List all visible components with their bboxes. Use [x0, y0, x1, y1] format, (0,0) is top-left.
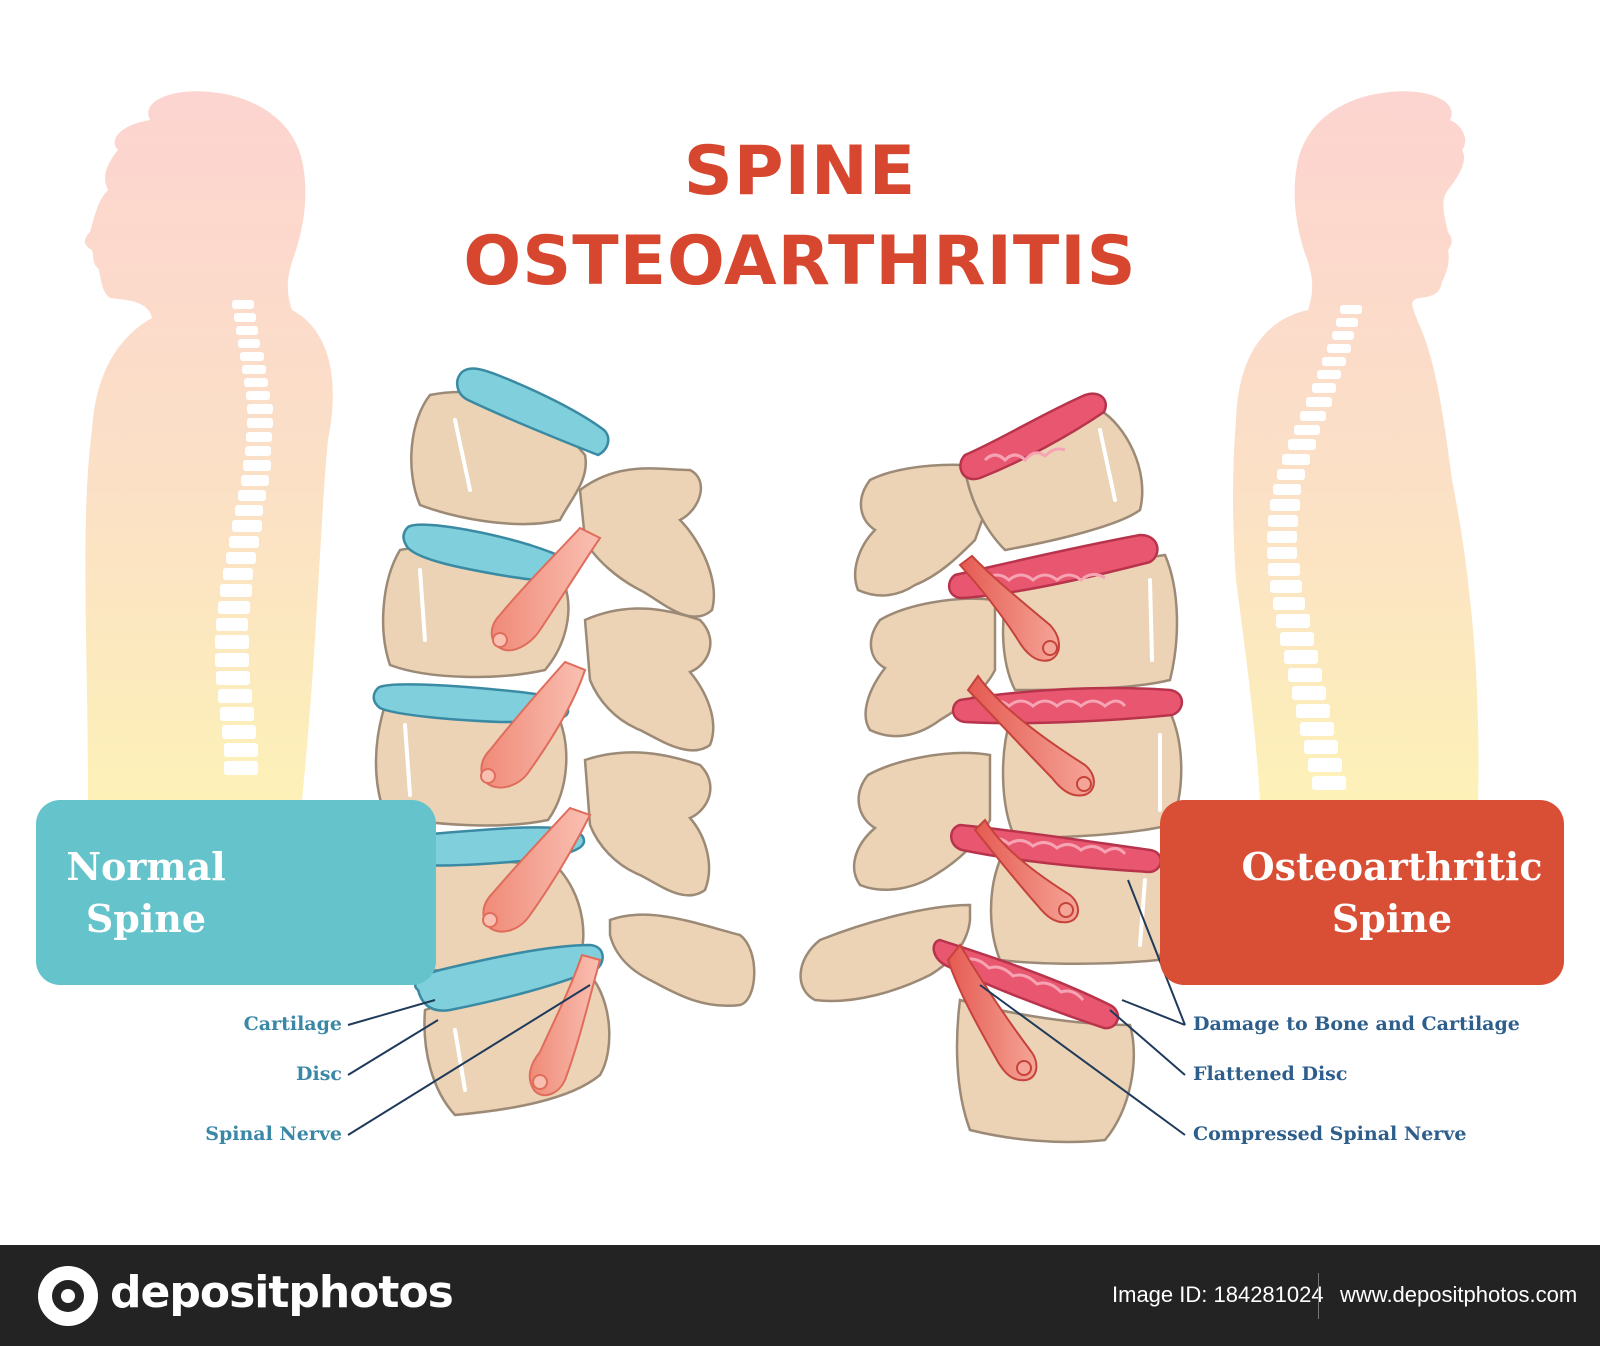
title-line-1: SPINE: [683, 132, 917, 211]
osteo-panel-line-2: Spine: [1331, 895, 1453, 941]
label-spinal-nerve: Spinal Nerve: [205, 1123, 342, 1145]
normal-nerve-ends: [480, 632, 548, 1090]
compressed-spinal-nerves: [946, 554, 1095, 1082]
label-cartilage: Cartilage: [243, 1013, 342, 1035]
osteo-spine-highlights: [1098, 428, 1162, 947]
footer-divider: [1318, 1273, 1319, 1319]
damaged-disc-patterns: [964, 447, 1127, 1001]
leader-lines: [347, 879, 1186, 1136]
depositphotos-logo-icon: [38, 1266, 98, 1326]
spine-column-normal-icon: [215, 300, 273, 775]
brand-name: depositphotos: [110, 1267, 454, 1318]
normal-panel-line-1: Normal: [66, 843, 226, 889]
normal-panel-line-2: Spine: [85, 895, 207, 941]
title-line-2: OSTEOARTHRITIS: [463, 222, 1137, 301]
site-url[interactable]: www.depositphotos.com: [1340, 1282, 1578, 1307]
compressed-nerve-ends: [1016, 640, 1092, 1076]
footer-bar: depositphotos Image ID: 184281024 www.de…: [0, 1245, 1600, 1346]
label-disc: Disc: [296, 1063, 342, 1085]
label-flattened-disc: Flattened Disc: [1193, 1063, 1348, 1085]
spine-column-osteo-icon: [1267, 305, 1362, 790]
label-compressed-nerve: Compressed Spinal Nerve: [1193, 1123, 1467, 1145]
image-id: Image ID: 184281024: [1112, 1282, 1324, 1307]
silhouette-normal-icon: [84, 91, 333, 801]
label-damage: Damage to Bone and Cartilage: [1193, 1013, 1520, 1035]
osteo-panel-line-1: Osteoarthritic: [1241, 843, 1543, 889]
